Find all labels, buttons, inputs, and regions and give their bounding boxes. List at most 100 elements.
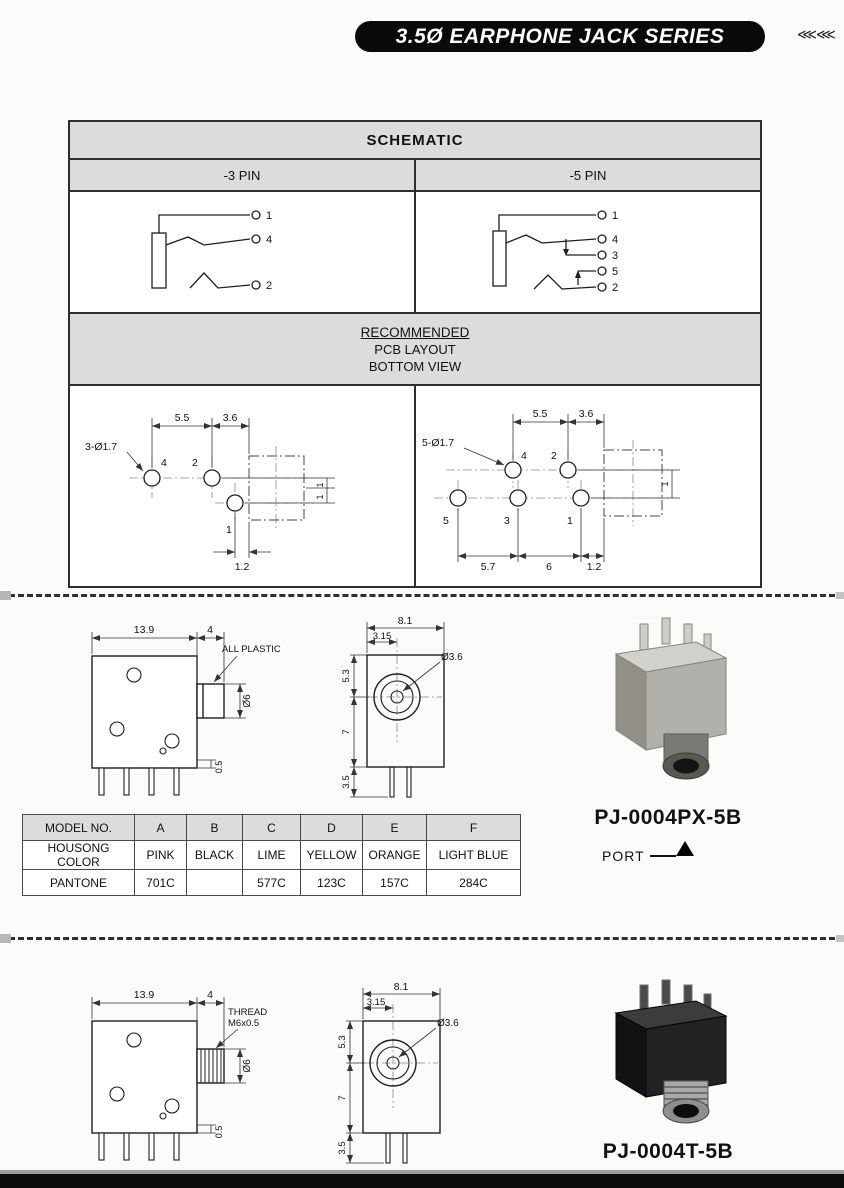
dim-label: 1: [660, 481, 670, 486]
pin-label: 1: [226, 524, 232, 536]
pcb-5pin-cell: 5.5 3.6 5-Ø1.7 4 2 5 3 1 1 5.7 6 1.2: [414, 386, 760, 586]
series-title-banner: 3.5Ø EARPHONE JACK SERIES: [355, 21, 765, 52]
schematic-5pin-cell: 1 4 3 5 2: [414, 192, 760, 312]
schematic-table: SCHEMATIC -3 PIN -5 PIN: [68, 120, 762, 588]
pin-label: 2: [551, 450, 557, 462]
hole-spec-label: 5-Ø1.7: [422, 437, 454, 449]
header-cell: F: [426, 814, 521, 841]
drill-holes: [449, 461, 590, 507]
schematic-drawings-row: 1 4 2: [70, 192, 760, 314]
header-cell: D: [300, 814, 363, 841]
divider-end-cap: [0, 591, 11, 600]
thread-note-line2: M6x0.5: [228, 1018, 259, 1029]
port-leader-line: [649, 855, 676, 857]
jack-body: [91, 1020, 225, 1161]
material-note: ALL PLASTIC: [222, 644, 281, 655]
pin-label: 5: [612, 266, 618, 278]
dimension-labels: 5.5 3.6 3-Ø1.7 4 2 1 1 1 1.2: [85, 412, 325, 573]
pin-label: 3: [612, 250, 618, 262]
center-lines: [129, 446, 317, 530]
dimension-lines: [91, 997, 246, 1134]
header-cell: MODEL NO.: [22, 814, 135, 841]
col-3pin-header: -3 PIN: [223, 167, 261, 183]
dimension-lines: [126, 418, 335, 558]
value-cell: YELLOW: [300, 840, 363, 870]
dimension-labels: 8.1 3.15 Ø3.6 5.3 7 3.5: [338, 981, 459, 1155]
header-cell: B: [186, 814, 243, 841]
pin-number-labels: 1 4 2: [266, 210, 272, 292]
schematic-title: SCHEMATIC: [70, 122, 760, 160]
dim-label: 3.6: [223, 412, 238, 424]
pin-number-labels: 1 4 3 5 2: [612, 210, 618, 294]
series-title: 3.5Ø EARPHONE JACK SERIES: [395, 24, 725, 48]
dim-label: Ø3.6: [437, 1018, 459, 1029]
dimension-labels: 13.9 4 THREAD M6x0.5 Ø6 0.5: [134, 989, 267, 1138]
divider-end-cap: [836, 935, 844, 942]
value-cell: ORANGE: [362, 840, 427, 870]
dimension-lines: [457, 414, 680, 562]
jack-housing: [614, 641, 728, 751]
center-lines: [369, 638, 442, 742]
page-footer-bar: [0, 1174, 844, 1188]
pin-label: 3: [504, 515, 510, 527]
pin-label: 2: [266, 280, 272, 292]
housing-color-row: HOUSONG COLOR PINK BLACK LIME YELLOW ORA…: [22, 840, 521, 870]
pin-label: 4: [266, 234, 272, 246]
section-divider: [0, 934, 844, 943]
dim-label: 3.15: [367, 997, 386, 1008]
jack-body: [362, 1020, 441, 1164]
dim-label: 1.2: [587, 561, 602, 573]
drill-holes: [143, 469, 244, 512]
side-view-drawing-1: 13.9 4 ALL PLASTIC Ø6 0.5: [91, 624, 281, 796]
dimension-labels: 8.1 3.15 Ø3.6 5.3 7 3.5: [342, 615, 463, 789]
jack-barrel-threaded: [662, 1080, 710, 1124]
dim-label: 3.15: [373, 631, 392, 642]
model-number-1: PJ-0004PX-5B: [594, 806, 742, 829]
dim-label: 13.9: [134, 624, 155, 636]
dim-label: 1: [315, 482, 325, 487]
hole-spec-label: 3-Ø1.7: [85, 441, 117, 453]
pcb-layout-5pin-drawing: 5.5 3.6 5-Ø1.7 4 2 5 3 1 1 5.7 6 1.2: [422, 408, 680, 573]
port-label: PORT: [602, 848, 645, 864]
color-table-header-row: MODEL NO. A B C D E F: [22, 814, 521, 841]
dim-label: 5.3: [338, 1035, 348, 1048]
dim-label: 0.5: [214, 761, 224, 774]
pcb-layout-row: 5.5 3.6 3-Ø1.7 4 2 1 1 1 1.2: [70, 386, 760, 586]
model-number-2: PJ-0004T-5B: [602, 1140, 734, 1163]
pin-label: 5: [443, 515, 449, 527]
pin-label: 1: [567, 515, 573, 527]
schematic-3pin-cell: 1 4 2: [70, 192, 414, 312]
dim-label: 8.1: [394, 981, 409, 993]
port-arrow-icon: [675, 840, 694, 856]
color-table: MODEL NO. A B C D E F HOUSONG COLOR PINK…: [22, 814, 521, 896]
dim-label: 3.5: [338, 1141, 348, 1154]
value-cell: [186, 869, 243, 896]
value-cell: 123C: [300, 869, 363, 896]
divider-end-cap: [836, 592, 844, 599]
product-photo-1: [614, 617, 728, 780]
dim-label: Ø3.6: [441, 652, 463, 663]
dimension-labels: 13.9 4 ALL PLASTIC Ø6 0.5: [134, 624, 281, 773]
jack-body: [91, 655, 225, 796]
dim-label: 7: [342, 729, 352, 734]
recommended-line3: BOTTOM VIEW: [368, 358, 462, 374]
recommended-line1: RECOMMENDED: [360, 324, 470, 340]
dim-label: 1: [315, 494, 325, 499]
recommended-header: RECOMMENDED PCB LAYOUT BOTTOM VIEW: [70, 314, 760, 386]
value-cell: BLACK: [186, 840, 243, 870]
product-photo-2: [614, 979, 728, 1124]
pin-label: 4: [612, 234, 618, 246]
component-outline: [248, 455, 305, 521]
value-cell: PANTONE: [22, 869, 135, 896]
jack-barrel: [662, 733, 710, 780]
dim-label: 5.5: [533, 408, 548, 420]
center-lines: [365, 1004, 438, 1108]
col-5pin-header: -5 PIN: [414, 160, 760, 190]
jack-symbol: [151, 210, 261, 290]
divider-end-cap: [0, 934, 11, 943]
footer-shade: [0, 1170, 844, 1174]
switch-arrows: [563, 249, 581, 278]
pin-label: 1: [612, 210, 618, 222]
header-cell: A: [134, 814, 187, 841]
dim-label: 6: [546, 561, 552, 573]
